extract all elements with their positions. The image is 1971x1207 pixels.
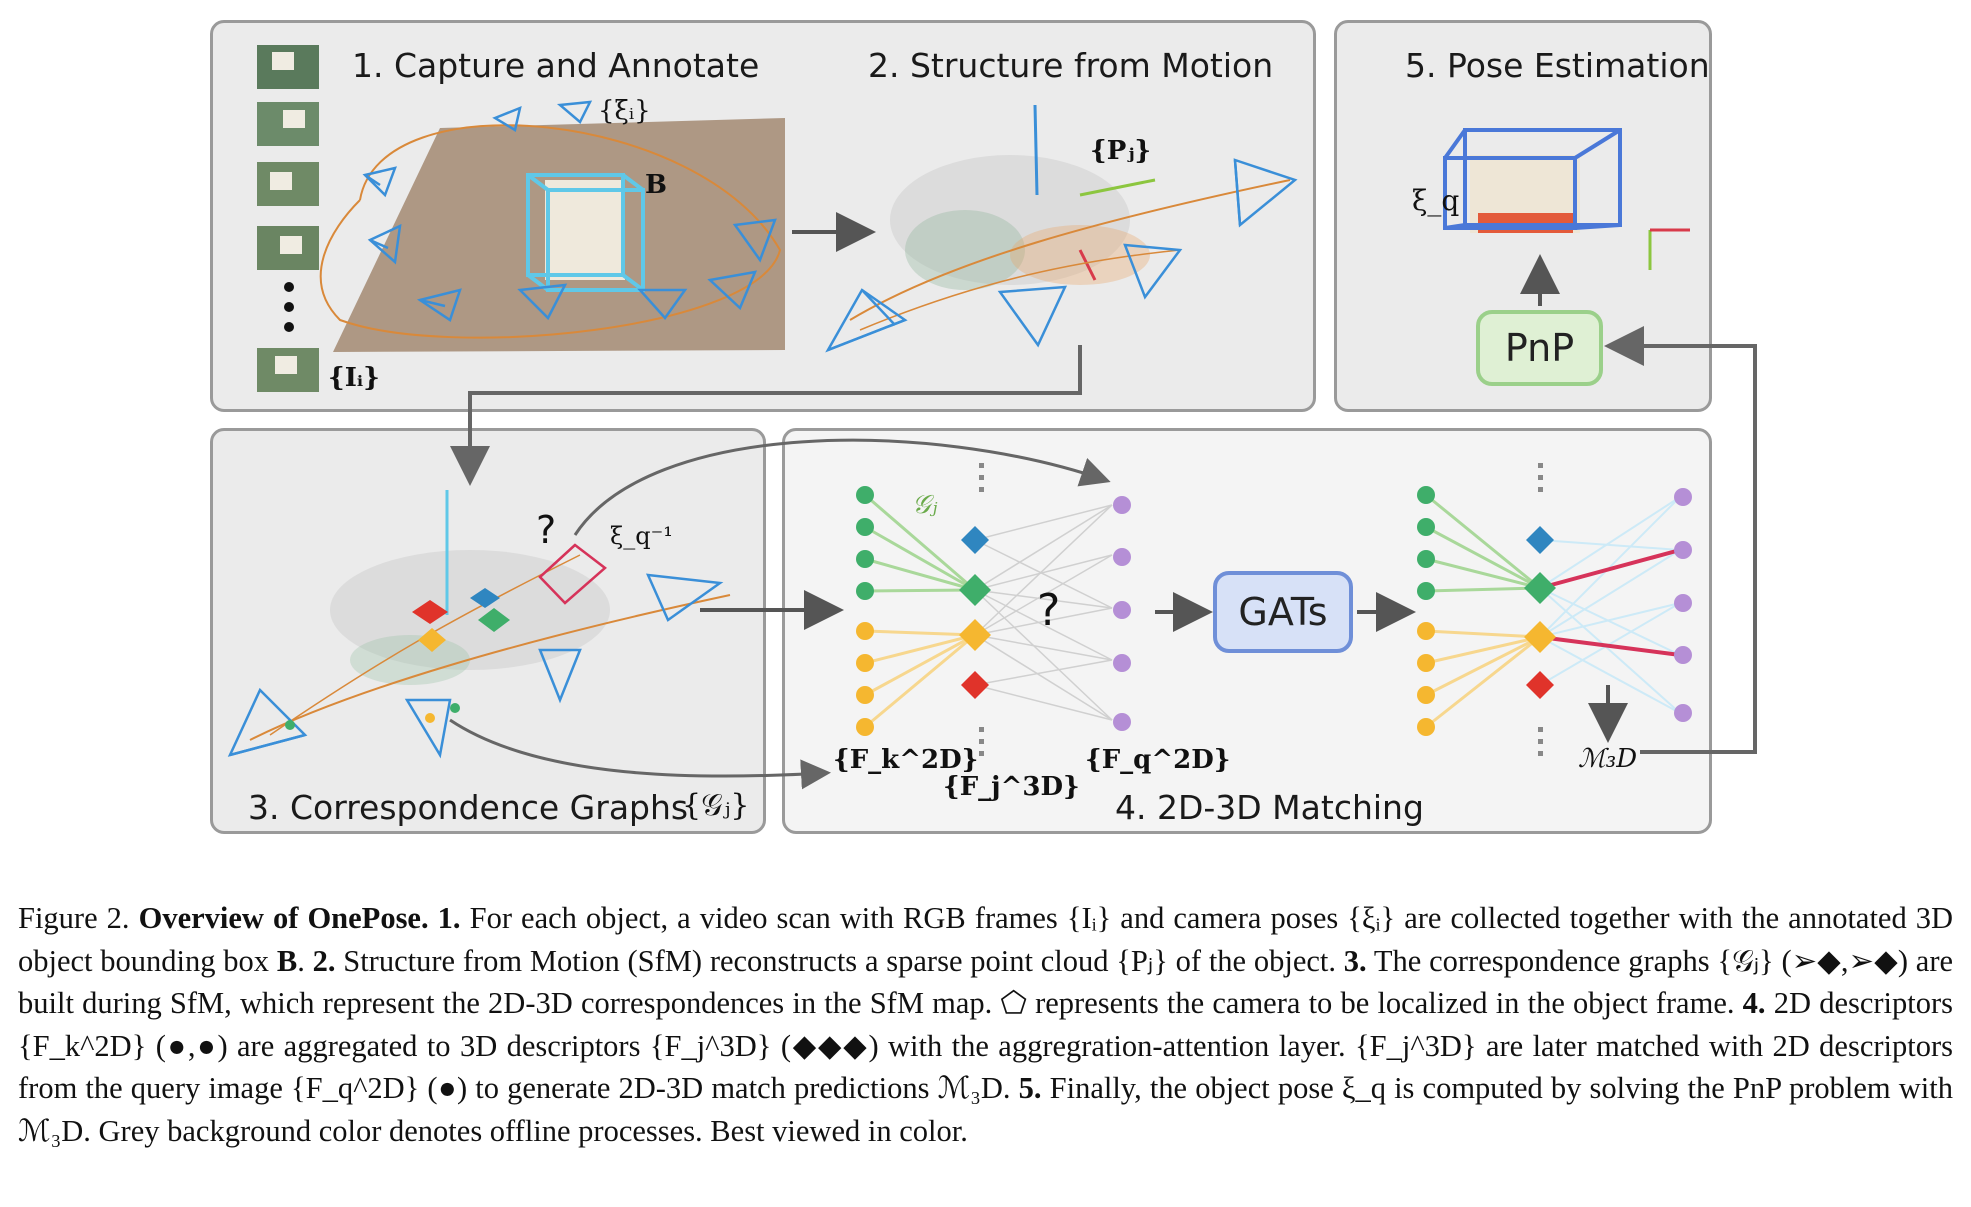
query-cameras (227, 573, 724, 759)
label-P-j: {Pⱼ} (1090, 136, 1152, 166)
caption-s4: 2D descriptors {F_k^2D} (●,●) are aggreg… (18, 986, 1954, 1105)
bipartite-graph-before (856, 463, 1131, 756)
caption-s1-num: 1. (437, 901, 461, 935)
query-camera-icon (538, 543, 607, 605)
label-xi-i: {ξᵢ} (598, 96, 651, 126)
label-M3D: ℳ₃D (1578, 744, 1638, 774)
figure-caption: Figure 2. Overview of OnePose. 1. For ea… (18, 897, 1953, 1152)
panel-title-sfm: 2. Structure from Motion (868, 46, 1274, 85)
caption-title: Overview of OnePose. (138, 901, 429, 935)
label-question-query: ? (536, 508, 557, 552)
label-I-i: {Iᵢ} (328, 363, 380, 393)
caption-s1-end: . (297, 943, 305, 978)
label-G-j-small: 𝒢ⱼ (912, 490, 938, 520)
bounding-box-b (526, 173, 645, 292)
sfm-cameras (825, 158, 1298, 353)
label-F2D-k: {F_k^2D} (833, 745, 979, 775)
caption-s1: For each object, a video scan with RGB f… (18, 901, 1954, 978)
caption-s1-b: B (276, 943, 298, 978)
video-frames (257, 45, 319, 392)
label-F2D-q: {F_q^2D} (1085, 745, 1231, 775)
overview-diagram (227, 45, 1757, 790)
correspondence-point-cloud (249, 490, 731, 741)
label-F3D-j: {F_j^3D} (943, 772, 1080, 802)
caption-s2: Structure from Motion (SfM) reconstructs… (343, 943, 1337, 978)
panel-title-graphs: 3. Correspondence Graphs (248, 788, 689, 827)
label-xi-q-inverse: ξ_q⁻¹ (610, 522, 673, 550)
caption-fig-label: Figure 2. (18, 901, 130, 935)
panel-title-matching: 4. 2D-3D Matching (1115, 788, 1424, 827)
camera-poses (362, 100, 777, 322)
sfm-point-cloud (849, 104, 1291, 331)
label-B: B (645, 170, 667, 200)
label-question-matching: ? (1037, 585, 1061, 636)
pose-object-box (1443, 128, 1690, 270)
bipartite-graph-after (1417, 463, 1692, 756)
caption-s4-num: 4. (1742, 986, 1766, 1020)
caption-s3-num: 3. (1343, 943, 1367, 978)
caption-s2-num: 2. (312, 943, 336, 978)
panel-title-pose: 5. Pose Estimation (1405, 46, 1710, 85)
label-xi-q: ξ_q (1412, 184, 1460, 217)
caption-s5-num: 5. (1018, 1071, 1042, 1105)
pnp-box: PnP (1476, 310, 1603, 386)
label-G-j: {𝒢ⱼ} (682, 788, 750, 823)
caption-s3: The correspondence graphs {𝒢ⱼ} (➢◆,➢◆) a… (18, 943, 1954, 1021)
gats-box: GATs (1213, 571, 1353, 653)
caption-s5: Finally, the object pose ξ_q is computed… (18, 1071, 1953, 1148)
panel-title-capture: 1. Capture and Annotate (352, 46, 760, 85)
